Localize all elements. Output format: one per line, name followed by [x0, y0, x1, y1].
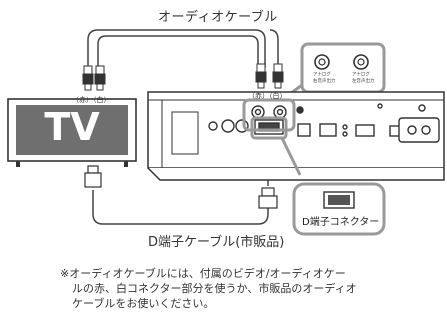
analog-highlight [242, 98, 296, 132]
d-connector-callout [250, 116, 386, 236]
note-line-3: ケーブルをお使いください。 [72, 297, 215, 310]
analog-right-label: アナログ 右音声出力 [313, 71, 336, 84]
d-cable-plugs [84, 165, 278, 209]
tv [7, 98, 137, 167]
analog-left-label: アナログ 左音声出力 [352, 71, 375, 84]
note-line-2: ルの赤、白コネクター部分を使うか、市販品のオーディオ [72, 282, 357, 295]
receiver-ports [208, 103, 440, 143]
d-cable-label: D端子ケーブル(市販品) [148, 235, 285, 250]
red-white-left-label: （赤）（白） [72, 96, 111, 104]
left-audio-plugs [82, 65, 106, 91]
note-text: ※オーディオケーブルには、付属のビデオ/オーディオケー ルの赤、白コネクター部分… [60, 266, 445, 311]
note-line-1: ※オーディオケーブルには、付属のビデオ/オーディオケー [60, 267, 346, 280]
tv-label: TV [44, 105, 100, 149]
right-audio-plugs [255, 63, 284, 89]
d-connector-label: D端子コネクター [302, 217, 380, 228]
audio-cable-label: オーディオケーブル [158, 10, 278, 25]
red-white-right-label: （赤）（白） [248, 92, 287, 100]
audio-cable-wire [87, 29, 279, 68]
